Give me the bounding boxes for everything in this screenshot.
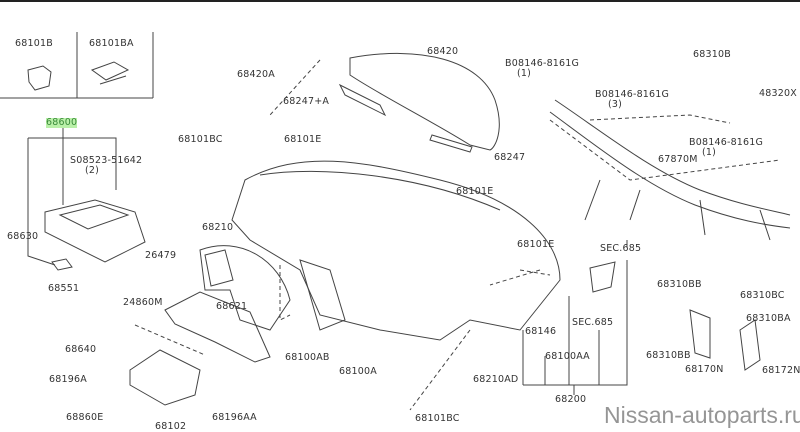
part-label-68310BA[interactable]: 68310BA xyxy=(746,313,791,324)
part-label-68196A[interactable]: 68196A xyxy=(49,374,87,385)
part-label-68310BB[interactable]: 68310BB xyxy=(646,350,691,361)
part-label-24860M[interactable]: 24860M xyxy=(123,297,163,308)
part-label-68101E[interactable]: 68101E xyxy=(456,186,494,197)
part-label-08523-51642[interactable]: S08523-51642 xyxy=(70,155,143,166)
part-label-68100A[interactable]: 68100A xyxy=(339,366,377,377)
part-label-68640[interactable]: 68640 xyxy=(65,344,97,355)
part-label-68101BC[interactable]: 68101BC xyxy=(178,134,223,145)
part-label-68860E[interactable]: 68860E xyxy=(66,412,104,423)
part-label-67870M[interactable]: 67870M xyxy=(658,154,698,165)
part-qty: (1) xyxy=(702,147,717,158)
part-label-68310BB[interactable]: 68310BB xyxy=(657,279,702,290)
part-label-68196AA[interactable]: 68196AA xyxy=(212,412,257,423)
part-label-68621[interactable]: 68621 xyxy=(216,301,248,312)
top-cover-shape xyxy=(269,52,500,153)
68200-leaders xyxy=(522,240,628,395)
part-label-68420[interactable]: 68420 xyxy=(427,46,459,57)
part-label-68146[interactable]: 68146 xyxy=(525,326,557,337)
part-label-68420A[interactable]: 68420A xyxy=(237,69,275,80)
dash-panel-shape xyxy=(199,160,561,341)
part-label-68100AA[interactable]: 68100AA xyxy=(545,351,590,362)
part-qty: (1) xyxy=(517,68,532,79)
part-label-48320X[interactable]: 48320X xyxy=(759,88,797,99)
part-label-68200[interactable]: 68200 xyxy=(555,394,587,405)
part-label-68101B: 68101B xyxy=(15,38,53,49)
top-border xyxy=(0,0,800,2)
part-label-68101BA: 68101BA xyxy=(89,38,134,49)
glovebox-leaders xyxy=(27,128,117,266)
part-label-68170N[interactable]: 68170N xyxy=(685,364,724,375)
part-label-68102[interactable]: 68102 xyxy=(155,421,187,432)
lower-parts-shapes xyxy=(129,261,761,411)
section-label-sec685[interactable]: SEC.685 xyxy=(600,243,642,254)
part-label-68101E[interactable]: 68101E xyxy=(284,134,322,145)
inset-box xyxy=(0,32,154,99)
part-label-26479[interactable]: 26479 xyxy=(145,250,177,261)
glovebox-shape xyxy=(44,199,146,271)
steering-member-shape xyxy=(549,99,791,241)
watermark: Nissan-autoparts.ru xyxy=(604,402,800,428)
part-label-68210AD[interactable]: 68210AD xyxy=(473,374,519,385)
part-label-68100AB[interactable]: 68100AB xyxy=(285,352,330,363)
part-label-08146-8161G[interactable]: B08146-8161G xyxy=(689,137,764,148)
part-label-68172N[interactable]: 68172N xyxy=(762,365,800,376)
part-label-68630[interactable]: 68630 xyxy=(7,231,39,242)
part-label-68310B[interactable]: 68310B xyxy=(693,49,731,60)
part-label-68551[interactable]: 68551 xyxy=(48,283,80,294)
part-label-68210[interactable]: 68210 xyxy=(202,222,234,233)
part-qty: (3) xyxy=(608,99,623,110)
part-label-68247[interactable]: 68247 xyxy=(494,152,526,163)
part-qty: (2) xyxy=(85,165,100,176)
part-label-68310BC[interactable]: 68310BC xyxy=(740,290,785,301)
part-label-08146-8161G[interactable]: B08146-8161G xyxy=(595,89,670,100)
part-label-68247A[interactable]: 68247+A xyxy=(283,96,330,107)
section-label-sec685[interactable]: SEC.685 xyxy=(572,317,614,328)
part-label-08146-8161G[interactable]: B08146-8161G xyxy=(505,58,580,69)
part-label-68101E[interactable]: 68101E xyxy=(517,239,555,250)
part-label-68101BC[interactable]: 68101BC xyxy=(415,413,460,424)
part-label-68600-highlighted[interactable]: 68600 xyxy=(46,117,78,128)
